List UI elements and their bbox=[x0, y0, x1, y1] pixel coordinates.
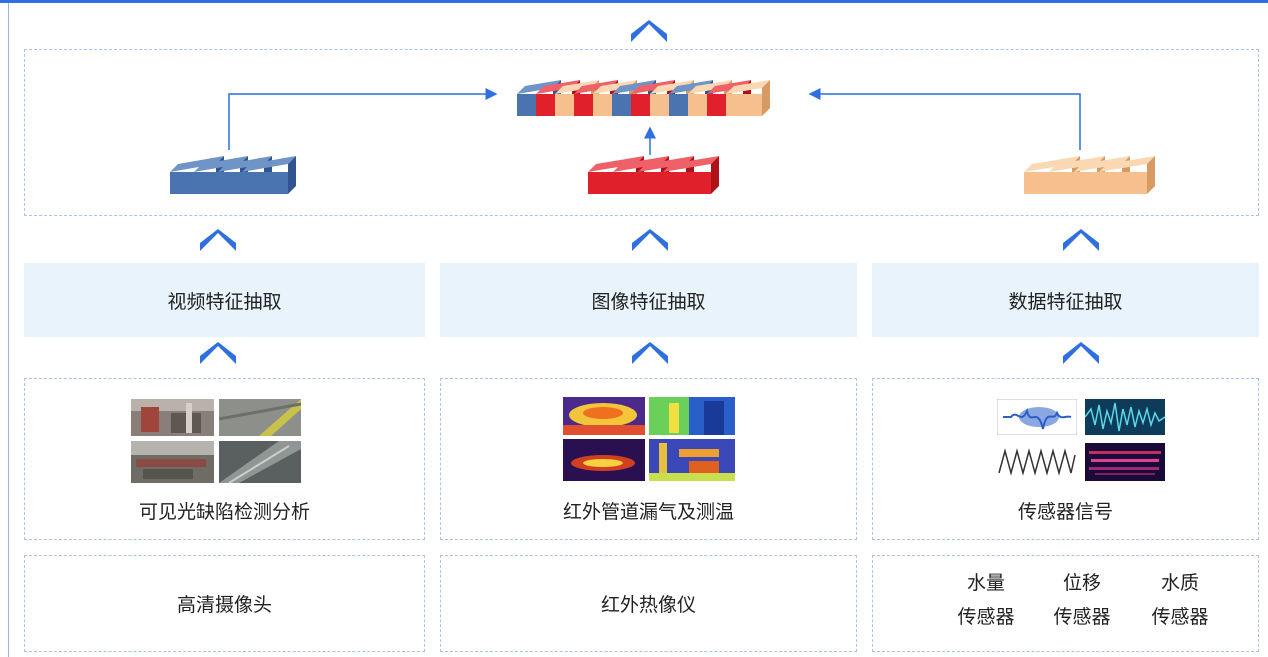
sensor-line2: 传感器 bbox=[957, 606, 1015, 628]
visible-image-1 bbox=[131, 399, 214, 436]
camera-device-box: 高清摄像头 bbox=[24, 555, 425, 652]
water-volume-sensor: 水量 传感器 bbox=[941, 566, 1031, 634]
displacement-sensor: 位移 传感器 bbox=[1037, 566, 1127, 634]
left-border-line bbox=[8, 3, 9, 657]
signal-waveform-2 bbox=[1085, 399, 1165, 435]
data-feature-blocks bbox=[1024, 156, 1155, 194]
sensor-source-box: 传感器信号 bbox=[872, 378, 1259, 540]
visible-source-box: 可见光缺陷检测分析 bbox=[24, 378, 425, 540]
chevron-up-icon bbox=[200, 229, 236, 251]
infrared-image-2 bbox=[649, 397, 735, 435]
data-feature-box: 数据特征抽取 bbox=[872, 263, 1259, 337]
visible-source-label: 可见光缺陷检测分析 bbox=[138, 501, 310, 523]
chevron-up-icon bbox=[1063, 229, 1099, 251]
visible-image-2 bbox=[219, 399, 301, 436]
sensor-line1: 水质 bbox=[1160, 572, 1199, 594]
chevron-up-icon bbox=[200, 342, 236, 364]
video-feature-blocks bbox=[170, 156, 296, 194]
infrared-image-1 bbox=[563, 397, 645, 435]
data-feature-label: 数据特征抽取 bbox=[1008, 290, 1123, 313]
image-feature-blocks bbox=[588, 156, 719, 194]
sensors-device-box: 水量 传感器 位移 传感器 水质 传感器 bbox=[872, 555, 1259, 652]
sensor-line1: 位移 bbox=[1062, 572, 1101, 594]
camera-device-label: 高清摄像头 bbox=[176, 594, 272, 616]
infrared-image-4 bbox=[649, 439, 735, 481]
data-to-fusion-arrow bbox=[808, 88, 1081, 150]
visible-image-3 bbox=[131, 441, 214, 483]
signal-spectrogram bbox=[1085, 443, 1165, 481]
chevron-up-icon bbox=[632, 229, 668, 251]
signal-waveform-1 bbox=[997, 399, 1077, 435]
thermal-device-box: 红外热像仪 bbox=[440, 555, 857, 652]
infrared-source-label: 红外管道漏气及测温 bbox=[562, 501, 734, 523]
image-feature-box: 图像特征抽取 bbox=[440, 263, 857, 337]
sensor-signal-label: 传感器信号 bbox=[1017, 501, 1113, 523]
top-accent-bar bbox=[0, 0, 1268, 3]
fusion-connectors bbox=[228, 88, 1081, 155]
chevron-up-icon bbox=[632, 342, 668, 364]
fusion-area bbox=[24, 49, 1259, 216]
video-feature-box: 视频特征抽取 bbox=[24, 263, 425, 337]
signal-waveform-3 bbox=[997, 443, 1077, 481]
water-quality-sensor: 水质 传感器 bbox=[1135, 566, 1225, 634]
fused-block bbox=[726, 80, 770, 116]
image-feature-label: 图像特征抽取 bbox=[591, 290, 706, 313]
thermal-device-label: 红外热像仪 bbox=[600, 594, 696, 616]
chevron-up-icon bbox=[1063, 342, 1099, 364]
visible-image-4 bbox=[219, 441, 301, 483]
infrared-source-box: 红外管道漏气及测温 bbox=[440, 378, 857, 540]
infrared-image-3 bbox=[563, 439, 645, 481]
sensor-line1: 水量 bbox=[966, 572, 1005, 594]
sensor-line2: 传感器 bbox=[1151, 606, 1209, 628]
fused-feature-blocks bbox=[517, 80, 770, 116]
video-feature-label: 视频特征抽取 bbox=[167, 290, 282, 313]
video-to-fusion-arrow bbox=[228, 88, 498, 150]
chevron-up-icon bbox=[631, 20, 667, 42]
sensor-line2: 传感器 bbox=[1053, 606, 1111, 628]
